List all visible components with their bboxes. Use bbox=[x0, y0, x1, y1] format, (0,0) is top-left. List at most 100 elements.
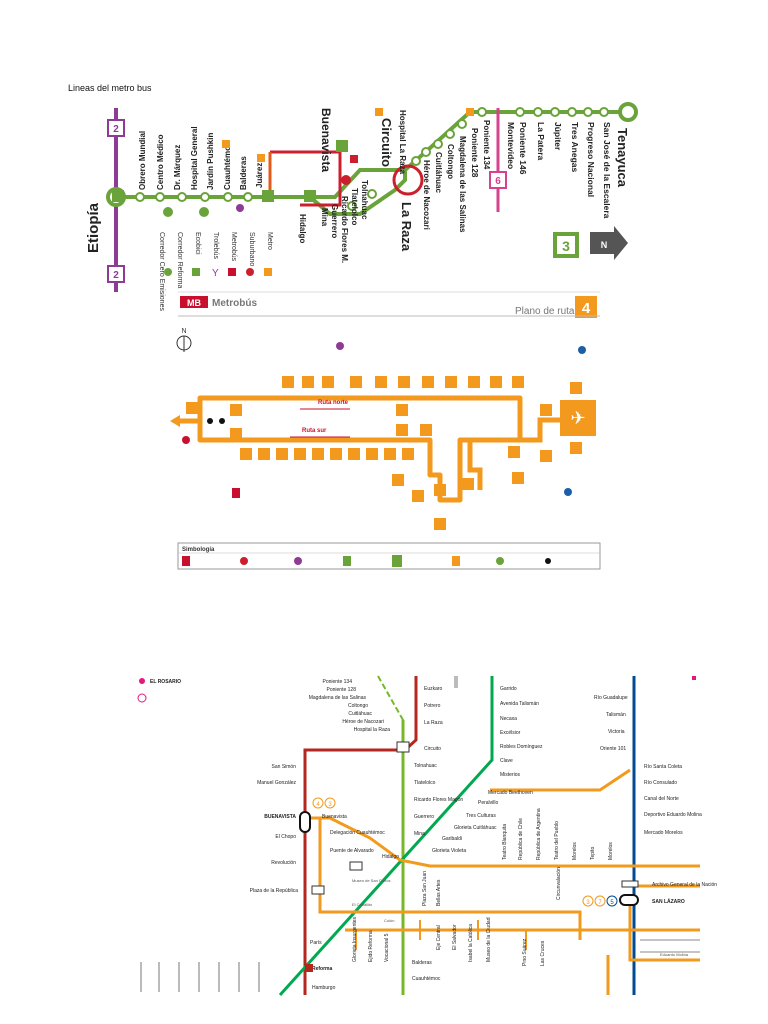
station-label: Teatro del Pueblo bbox=[554, 821, 560, 860]
station-label: Colón bbox=[384, 918, 394, 923]
line-1-icon bbox=[232, 488, 240, 498]
legend-box bbox=[177, 542, 601, 570]
station-dot bbox=[445, 129, 455, 139]
station-icon bbox=[468, 376, 480, 388]
station-label: Héroe de Nacozari bbox=[422, 160, 431, 230]
station-dot bbox=[223, 192, 233, 202]
corridor-marker bbox=[158, 962, 160, 992]
station-icon bbox=[302, 376, 314, 388]
station-icon bbox=[398, 376, 410, 388]
line-icon bbox=[582, 895, 594, 907]
corridor-marker bbox=[178, 962, 180, 992]
station-label: Pino Suárez bbox=[522, 938, 528, 966]
line-icon bbox=[594, 895, 606, 907]
line-number-label: 3 bbox=[328, 802, 332, 808]
station-label: SAN LÁZARO bbox=[652, 898, 685, 905]
station-label: Balderas bbox=[239, 156, 248, 190]
station-label: Plaza San Juan bbox=[422, 871, 428, 906]
line-3-mid-labels: Poniente 134 Poniente 128 Magdalena de l… bbox=[398, 110, 491, 233]
bottom-row-labels: Glorieta Insurgentes Ejido Reforma Vocac… bbox=[352, 867, 562, 982]
station-label: Júpiter bbox=[553, 122, 563, 151]
corridor-marker bbox=[238, 962, 240, 992]
station-icon bbox=[258, 448, 270, 460]
station-label: Eje Central bbox=[436, 925, 442, 950]
station-label: Poniente 134 bbox=[482, 120, 491, 170]
line-4-extra-icons bbox=[182, 342, 586, 498]
station-icon bbox=[490, 376, 502, 388]
station-label: Mercado Beethoven bbox=[488, 790, 533, 796]
station-label: Puente de Alvarado bbox=[330, 848, 374, 854]
ecobici-icon bbox=[163, 207, 173, 217]
station-label: Excélsior bbox=[500, 730, 521, 736]
suburbano-icon bbox=[341, 175, 351, 185]
circuito-label: Circuito bbox=[379, 118, 394, 167]
terminal-tenayuca-label: Tenayuca bbox=[615, 128, 630, 188]
metro-icon bbox=[257, 154, 265, 162]
corridor-marker bbox=[198, 962, 200, 992]
legend-label: Suburbano bbox=[248, 232, 255, 266]
station-label: Poniente 128 bbox=[327, 687, 357, 693]
station-label: Vocacional 5 bbox=[384, 933, 390, 962]
station-label: Poniente 134 bbox=[323, 679, 353, 685]
transfer-marker bbox=[396, 741, 410, 753]
station-label: Buenavista bbox=[322, 814, 347, 820]
legend-title: Simbología bbox=[182, 547, 215, 553]
station-label: Dr. Márquez bbox=[173, 145, 182, 190]
station-label: Magdalena de las Salinas bbox=[458, 136, 467, 233]
station-label: Oriente 101 bbox=[600, 746, 626, 752]
line-2-badge-bottom bbox=[107, 265, 125, 283]
station-dot bbox=[177, 192, 187, 202]
suburbano-icon bbox=[246, 268, 254, 276]
station-dot bbox=[583, 107, 593, 117]
line-5-labels: Río Guadalupe Talismán Victoria Oriente … bbox=[594, 695, 717, 905]
station-label: Robles Domínguez bbox=[500, 744, 543, 750]
station-label: Cuitláhuac bbox=[434, 152, 443, 193]
metro-icon bbox=[452, 556, 460, 566]
station-icon bbox=[375, 376, 387, 388]
airport-branch bbox=[520, 417, 560, 443]
buenavista-icon bbox=[336, 140, 348, 152]
station-label: Euzkaro bbox=[424, 686, 443, 692]
station-label: Poniente 146 bbox=[518, 122, 528, 175]
station-label: Ejido Reforma bbox=[368, 930, 374, 962]
line-4-icon bbox=[312, 797, 324, 809]
station-label: Mina bbox=[320, 208, 329, 227]
station-label: La Raza bbox=[424, 720, 443, 726]
center-labels: Euzkaro Potrero La Raza Circuito Tolnahu… bbox=[414, 686, 463, 837]
station-label: Plaza de la República bbox=[250, 888, 299, 894]
station-icon bbox=[312, 448, 324, 460]
line-4-west-labels: Buenavista Delegación Cuauhtémoc Puente … bbox=[322, 814, 399, 860]
terminal-etiopia-label: Etiopía bbox=[85, 202, 102, 253]
la-raza-loop bbox=[392, 164, 424, 196]
station-dot bbox=[457, 119, 467, 129]
station-label: Glorieta Insurgentes bbox=[352, 916, 358, 962]
station-icon bbox=[434, 484, 446, 496]
station-label: Tolnahuac bbox=[414, 763, 437, 769]
suburbano-icon bbox=[240, 557, 248, 565]
transfer-dot bbox=[207, 418, 213, 424]
metro-icon bbox=[466, 108, 474, 116]
route-north-label: Ruta norte bbox=[318, 400, 349, 406]
station-label: Morelos bbox=[608, 842, 614, 860]
line-number-label: 7 bbox=[598, 900, 602, 906]
station-label: Tres Anegas bbox=[570, 122, 580, 173]
station-label: Archivo General de la Nación bbox=[652, 882, 717, 888]
station-label: Tres Culturas bbox=[466, 813, 496, 819]
transfer-dot bbox=[545, 558, 551, 564]
station-icon bbox=[276, 448, 288, 460]
legend-label: Corredor Reforma bbox=[176, 232, 183, 289]
station-dot bbox=[367, 189, 377, 199]
station-label: El Chopo bbox=[275, 834, 296, 840]
station-dot bbox=[533, 107, 543, 117]
station-icon bbox=[422, 376, 434, 388]
station-label: La Patera bbox=[536, 122, 546, 161]
station-label: Clave bbox=[500, 758, 513, 764]
station-label: Deportivo Eduardo Molina bbox=[644, 812, 702, 818]
station-icon bbox=[240, 448, 252, 460]
station-icon bbox=[186, 402, 198, 414]
station-label: Coltongo bbox=[348, 703, 368, 709]
legend-label: Trolebús bbox=[212, 232, 219, 259]
station-label: Potrero bbox=[424, 703, 441, 709]
station-label: Talismán bbox=[606, 712, 626, 718]
